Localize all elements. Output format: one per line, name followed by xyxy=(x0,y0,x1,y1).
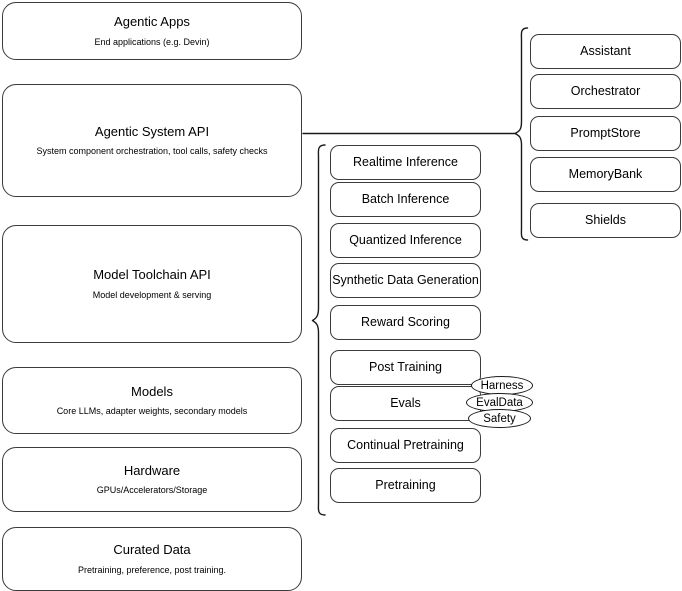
layer-title: Hardware xyxy=(123,462,181,478)
component-post-training[interactable]: Post Training xyxy=(330,350,481,385)
component-label: Batch Inference xyxy=(361,191,450,206)
component-label: PromptStore xyxy=(570,125,641,140)
layer-subtitle: Model development & serving xyxy=(92,289,212,300)
toolchain-components-brace xyxy=(311,144,326,516)
layer-agentic-apps[interactable]: Agentic Apps End applications (e.g. Devi… xyxy=(2,2,302,60)
component-reward-scoring[interactable]: Reward Scoring xyxy=(330,305,481,340)
component-label: MemoryBank xyxy=(568,166,643,181)
component-continual-pretraining[interactable]: Continual Pretraining xyxy=(330,428,481,463)
component-synthetic-data-generation[interactable]: Synthetic Data Generation xyxy=(330,263,481,298)
badge-label: EvalData xyxy=(476,396,523,409)
layer-subtitle: System component orchestration, tool cal… xyxy=(36,146,268,156)
component-label: Reward Scoring xyxy=(361,314,450,329)
component-label: Synthetic Data Generation xyxy=(332,272,479,287)
layer-hardware[interactable]: Hardware GPUs/Accelerators/Storage xyxy=(2,447,302,512)
layer-title: Agentic System API xyxy=(94,123,210,139)
component-assistant[interactable]: Assistant xyxy=(530,34,681,69)
component-memorybank[interactable]: MemoryBank xyxy=(530,157,681,192)
component-promptstore[interactable]: PromptStore xyxy=(530,116,681,151)
layer-subtitle: End applications (e.g. Devin) xyxy=(94,36,210,47)
badge-safety[interactable]: Safety xyxy=(468,409,531,428)
component-shields[interactable]: Shields xyxy=(530,203,681,238)
layer-title: Agentic Apps xyxy=(114,14,190,30)
layer-subtitle: Pretraining, preference, post training. xyxy=(77,564,227,575)
component-pretraining[interactable]: Pretraining xyxy=(330,468,481,503)
component-label: Pretraining xyxy=(375,477,436,492)
component-quantized-inference[interactable]: Quantized Inference xyxy=(330,223,481,258)
component-orchestrator[interactable]: Orchestrator xyxy=(530,74,681,109)
layer-title: Model Toolchain API xyxy=(93,267,211,283)
component-label: Post Training xyxy=(369,359,442,374)
layer-agentic-system-api[interactable]: Agentic System API System component orch… xyxy=(2,84,302,197)
component-label: Orchestrator xyxy=(570,83,641,98)
component-label: Shields xyxy=(585,212,626,227)
badge-label: Harness xyxy=(480,379,524,392)
component-label: Realtime Inference xyxy=(353,154,458,169)
layer-title: Models xyxy=(131,383,173,399)
layer-title: Curated Data xyxy=(113,542,191,558)
component-realtime-inference[interactable]: Realtime Inference xyxy=(330,145,481,180)
system-components-brace xyxy=(514,27,529,241)
layer-subtitle: GPUs/Accelerators/Storage xyxy=(96,485,208,495)
layer-model-toolchain-api[interactable]: Model Toolchain API Model development & … xyxy=(2,225,302,343)
layer-models[interactable]: Models Core LLMs, adapter weights, secon… xyxy=(2,367,302,434)
badge-label: Safety xyxy=(483,412,516,425)
component-batch-inference[interactable]: Batch Inference xyxy=(330,182,481,217)
component-label: Assistant xyxy=(580,43,631,58)
component-label: Quantized Inference xyxy=(349,232,462,247)
layer-subtitle: Core LLMs, adapter weights, secondary mo… xyxy=(56,406,248,416)
layer-curated-data[interactable]: Curated Data Pretraining, preference, po… xyxy=(2,527,302,591)
component-label: Continual Pretraining xyxy=(347,437,464,452)
component-label: Evals xyxy=(390,395,421,410)
component-evals[interactable]: Evals xyxy=(330,386,481,421)
